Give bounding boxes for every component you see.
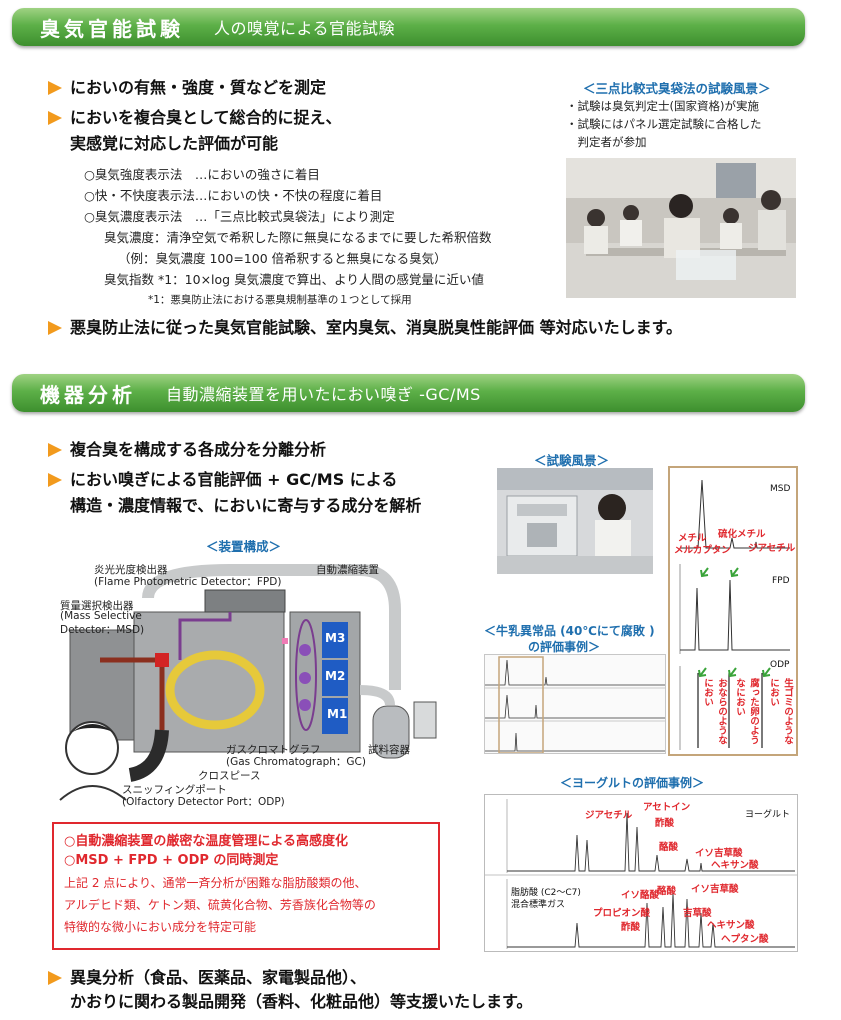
odor-index: 臭気指数 *1：10×log 臭気濃度で算出、より人間の感覚量に近い値 <box>104 272 484 287</box>
peak-acetoin: アセトイン <box>643 802 691 813</box>
bullet-closing-instrument-cont: かおりに関わる製品開発（香料、化粧品他）等支援いたします。 <box>70 992 533 1011</box>
label-gc-en: (Gas Chromatograph：GC) <box>226 756 366 768</box>
photo-caption: ＜三点比較式臭袋法の試験風景＞ <box>583 81 771 96</box>
milk-overview-chart <box>484 654 666 754</box>
module-m1: M1 <box>327 707 348 721</box>
label-msd-en2: Detector：MSD) <box>60 624 145 636</box>
section-banner-instrument: 機器分析 自動濃縮装置を用いたにおい嗅ぎ -GC/MS <box>12 374 805 412</box>
peak-acetic: 酢酸 <box>655 818 675 829</box>
concentration-example: （例：臭気濃度 100=100 倍希釈すると無臭になる臭気） <box>118 251 447 266</box>
odor-label-3: 生ゴミのようなにおい <box>768 678 793 745</box>
method-hedonic: ○快・不快度表示法…においの快・不快の程度に着目 <box>84 188 383 203</box>
method-concentration: ○臭気濃度表示法 …「三点比較式臭袋法」により測定 <box>84 209 395 224</box>
triangle-bullet-icon <box>48 81 62 95</box>
peak-acetyl: ジアセチル <box>748 543 796 554</box>
bullet-closing-sensory: 悪臭防止法に従った臭気官能試験、室内臭気、消臭脱臭性能評価 等対応いたします。 <box>48 316 682 340</box>
std-gas-2: 混合標準ガス <box>511 900 566 910</box>
device-diagram: M3 M2 M1 <box>30 550 440 810</box>
std-gas-1: 脂肪酸 (C2～C7) <box>511 888 581 898</box>
highlight-box: ○自動濃縮装置の厳密な温度管理による高感度化 ○MSD + FPD + ODP … <box>52 822 440 950</box>
section-subtitle: 人の嗅覚による官能試験 <box>214 19 396 38</box>
bullet-sniffing: におい嗅ぎによる官能評価 + GC/MS による <box>48 468 397 492</box>
milk-caption-2: の評価事例＞ <box>528 640 601 654</box>
odor-label-1: おならのようなにおい <box>702 678 727 745</box>
photo-note-3: 判定者が参加 <box>566 135 647 149</box>
peak-dms: 硫化メチル <box>718 529 766 540</box>
section-title: 機器分析 <box>40 382 136 407</box>
label-msd-en1: (Mass Selective <box>60 610 142 622</box>
label-fpd-en: (Flame Photometric Detector：FPD) <box>94 576 282 588</box>
bullet-separate: 複合臭を構成する各成分を分離分析 <box>48 438 326 462</box>
milk-caption-1: ＜牛乳異常品 (40℃にて腐敗 ) <box>484 624 655 638</box>
peak-diacetyl: ジアセチル <box>585 810 633 821</box>
module-m2: M2 <box>325 669 346 683</box>
peak-heptanoic: ヘプタン酸 <box>721 934 769 945</box>
label-cross: クロスピース <box>198 770 261 782</box>
chrom-label-msd: MSD <box>770 484 791 494</box>
peak-isovaleric-std: イソ吉草酸 <box>691 884 739 895</box>
bullet-composite: においを複合臭として総合的に捉え、 <box>48 106 342 130</box>
label-msd: 質量選択検出器 <box>60 600 134 612</box>
highlight-body-3: 特徴的な微小におい成分を特定可能 <box>64 920 257 934</box>
section-title: 臭気官能試験 <box>40 16 184 41</box>
odor-label-2: 腐った卵のようなにおい <box>734 678 759 745</box>
peak-methyl: メチル <box>678 533 707 544</box>
triangle-bullet-icon <box>48 321 62 335</box>
peak-butyric-std: 酪酸 <box>657 886 677 897</box>
label-gc: ガスクロマトグラフ <box>226 744 321 756</box>
highlight-2: ○MSD + FPD + ODP の同時測定 <box>64 853 279 868</box>
label-fpd: 炎光光度検出器 <box>94 564 168 576</box>
photo-note-1: ・試験は臭気判定士(国家資格)が実施 <box>566 99 759 113</box>
highlight-body-2: アルデヒド類、ケトン類、硫黄化合物、芳香族化合物等の <box>64 898 376 912</box>
lab-test-photo <box>497 468 653 574</box>
triangle-bullet-icon <box>48 111 62 125</box>
label-sniff: スニッフィングポート <box>122 784 227 796</box>
module-m3: M3 <box>325 631 346 645</box>
peak-hexanoic-std: ヘキサン酸 <box>707 920 755 931</box>
label-sniff-en: (Olfactory Detector Port：ODP) <box>122 796 285 808</box>
concentration-def: 臭気濃度：清浄空気で希釈した際に無臭になるまでに要した希釈倍数 <box>104 230 492 245</box>
footnote: *1：悪臭防止法における悪臭規制基準の１つとして採用 <box>148 294 412 306</box>
triangle-bullet-icon <box>48 473 62 487</box>
triangle-bullet-icon <box>48 443 62 457</box>
peak-isobutyric: イソ酪酸 <box>621 890 660 901</box>
highlight-body-1: 上記 2 点により、通常一斉分析が困難な脂肪酸類の他、 <box>64 876 367 890</box>
section-banner-sensory: 臭気官能試験 人の嗅覚による官能試験 <box>12 8 805 46</box>
peak-butyric: 酪酸 <box>659 842 679 853</box>
bullet-sniffing-cont: 構造・濃度情報で、においに寄与する成分を解析 <box>70 496 422 515</box>
peak-acetic-std: 酢酸 <box>621 922 641 933</box>
label-concentrator: 自動濃縮装置 <box>316 564 379 576</box>
label-sample: 試料容器 <box>368 744 410 756</box>
method-intensity: ○臭気強度表示法 …においの強さに着目 <box>84 167 320 182</box>
bullet-composite-cont: 実感覚に対応した評価が可能 <box>70 134 279 153</box>
chrom-label-fpd: FPD <box>772 576 790 586</box>
milk-detail-chart: MSD メチル メルカプタン 硫化メチル ジアセチル FPD ODP おならのよ… <box>668 466 798 756</box>
photo-note-2: ・試験にはパネル選定試験に合格した <box>566 117 762 131</box>
section-subtitle: 自動濃縮装置を用いたにおい嗅ぎ -GC/MS <box>166 385 481 404</box>
bullet-closing-instrument: 異臭分析（食品、医薬品、家電製品他）、 <box>48 966 366 990</box>
triangle-bullet-icon <box>48 971 62 985</box>
peak-hexanoic: ヘキサン酸 <box>711 860 759 871</box>
sensory-test-photo <box>566 158 796 298</box>
device-caption: ＜装置構成＞ <box>206 539 282 554</box>
test-caption: ＜試験風景＞ <box>534 453 610 468</box>
peak-valeric: 吉草酸 <box>683 908 712 919</box>
highlight-1: ○自動濃縮装置の厳密な温度管理による高感度化 <box>64 834 348 849</box>
peak-isovaleric: イソ吉草酸 <box>695 848 743 859</box>
yogurt-sample: ヨーグルト <box>745 810 791 820</box>
bullet-measure: においの有無・強度・質などを測定 <box>48 76 326 100</box>
peak-mercaptan: メルカプタン <box>674 545 731 556</box>
yogurt-chart: ヨーグルト ジアセチル アセトイン 酢酸 酪酸 イソ吉草酸 ヘキサン酸 脂肪酸 … <box>484 794 798 952</box>
peak-propionic: プロピオン酸 <box>593 908 651 919</box>
yogurt-caption: ＜ヨーグルトの評価事例＞ <box>560 776 705 790</box>
chrom-label-odp: ODP <box>770 660 790 670</box>
